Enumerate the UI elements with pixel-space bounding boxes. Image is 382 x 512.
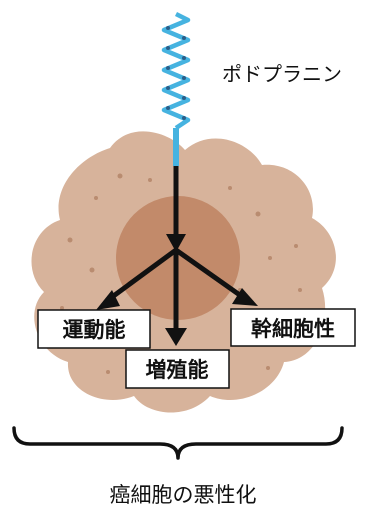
summary-label: 癌細胞の悪性化 [110,483,257,507]
outcome-right-text: 幹細胞性 [251,317,335,341]
outcome-center-text: 増殖能 [146,358,209,382]
protein-label: ポドプラニン [222,62,342,86]
signal-arrows [96,166,258,346]
arrow-left-line [106,247,178,303]
arrow-right-head [232,288,258,306]
podoplanin-helix [161,11,191,166]
curly-brace [12,426,344,460]
arrow-left-head [96,290,120,310]
outcome-box-right: 幹細胞性 [230,308,356,347]
arrow-right-line [174,247,246,301]
outcome-left-text: 運動能 [63,318,126,342]
outcome-box-center: 増殖能 [125,349,230,389]
arrow-center-head [165,328,187,346]
arrow-stem-head [166,234,186,252]
outcome-box-left: 運動能 [37,309,151,349]
